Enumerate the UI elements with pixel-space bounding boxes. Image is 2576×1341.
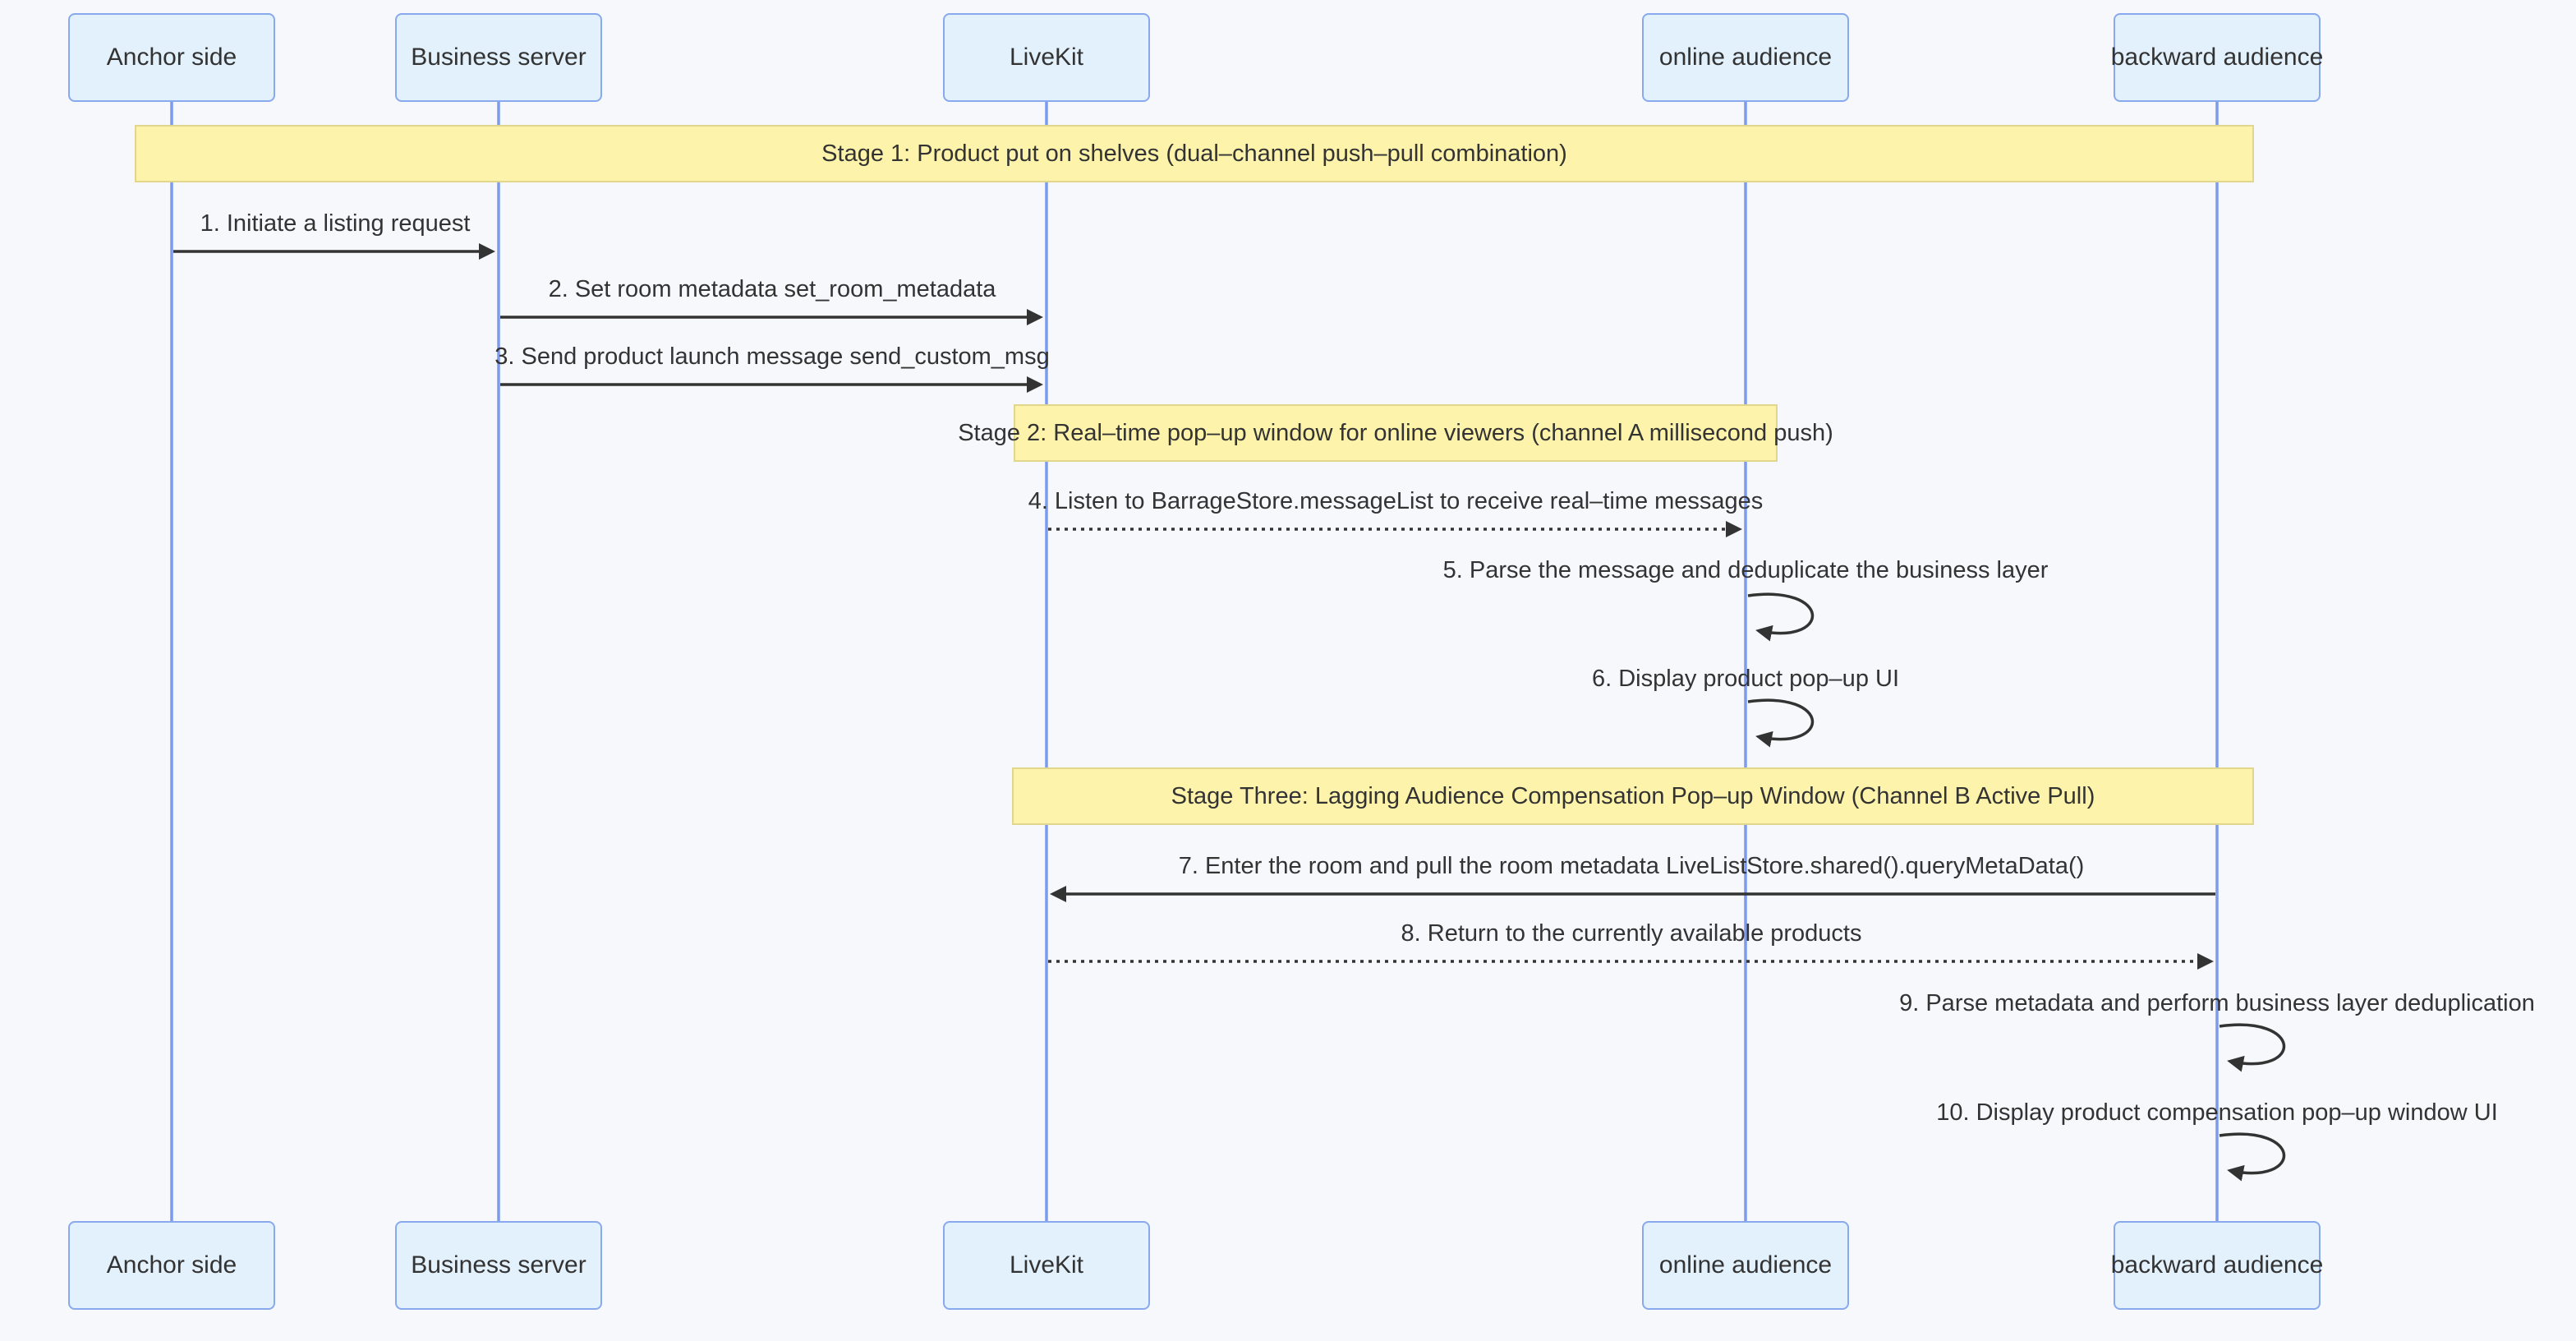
stage-banner-2: Stage 2: Real–time pop–up window for onl… (958, 404, 1833, 462)
message-4-label: 4. Listen to BarrageStore.messageList to… (1028, 488, 1764, 514)
stage-banner-3: Stage Three: Lagging Audience Compensati… (1012, 767, 2254, 825)
participant-bottom-business-server: Business server (395, 1221, 602, 1310)
participant-top-backward-audience: backward audience (2110, 13, 2324, 102)
participant-bottom-backward-audience: backward audience (2110, 1221, 2324, 1310)
participant-label: LiveKit (1009, 1251, 1084, 1279)
message-2-label: 2. Set room metadata set_room_metadata (548, 276, 996, 302)
message-6-label: 6. Display product pop–up UI (1592, 666, 1899, 692)
message-7-label: 7. Enter the room and pull the room meta… (1178, 853, 2085, 879)
participant-bottom-online-audience: online audience (1642, 1221, 1849, 1310)
participant-label: backward audience (2110, 1251, 2324, 1279)
message-10-self-loop (2219, 1132, 2286, 1182)
message-1-label: 1. Initiate a listing request (200, 210, 471, 237)
participant-label: online audience (1658, 1251, 1833, 1279)
participant-top-business-server: Business server (395, 13, 602, 102)
participant-label: Business server (411, 44, 586, 71)
participant-label: Anchor side (106, 44, 237, 71)
stage-label: Stage 2: Real–time pop–up window for onl… (958, 419, 1833, 446)
participant-top-online-audience: online audience (1642, 13, 1849, 102)
participant-top-anchor-side: Anchor side (68, 13, 275, 102)
participant-label: Business server (411, 1251, 586, 1279)
message-9-self-loop (2219, 1023, 2286, 1072)
participant-label: LiveKit (1009, 44, 1084, 71)
participant-label: backward audience (2110, 44, 2324, 71)
participant-bottom-anchor-side: Anchor side (68, 1221, 275, 1310)
message-3-label: 3. Send product launch message send_cust… (494, 343, 1050, 370)
participant-bottom-livekit: LiveKit (943, 1221, 1150, 1310)
message-8-label: 8. Return to the currently available pro… (1401, 920, 1862, 947)
stage-label: Stage 1: Product put on shelves (dual–ch… (821, 140, 1567, 167)
message-6-self-loop (1747, 698, 1815, 748)
message-5-label: 5. Parse the message and deduplicate the… (1442, 557, 2049, 583)
participant-label: Anchor side (106, 1251, 237, 1279)
message-5-self-loop (1747, 592, 1815, 642)
participant-top-livekit: LiveKit (943, 13, 1150, 102)
stage-banner-1: Stage 1: Product put on shelves (dual–ch… (135, 125, 2254, 182)
stage-label: Stage Three: Lagging Audience Compensati… (1171, 782, 2095, 809)
participant-label: online audience (1658, 44, 1833, 71)
message-9-label: 9. Parse metadata and perform business l… (1899, 990, 2535, 1016)
message-10-label: 10. Display product compensation pop–up … (1936, 1099, 2498, 1126)
